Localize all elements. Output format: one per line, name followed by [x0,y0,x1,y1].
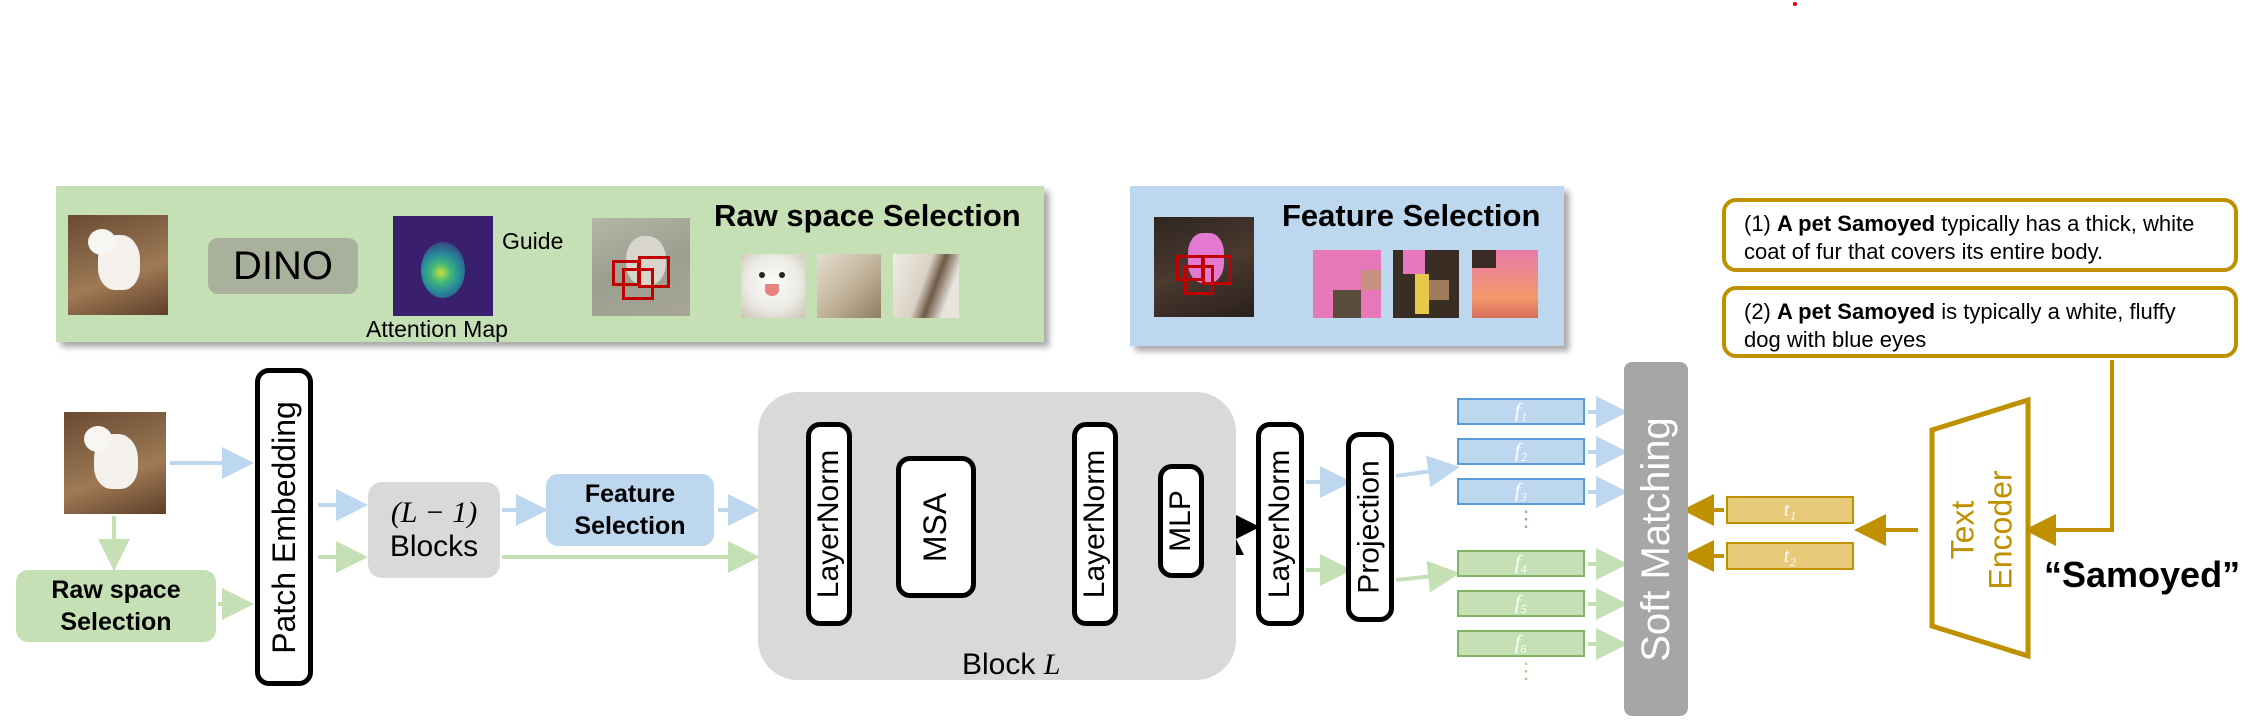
raw-space-selection-label: Raw space Selection [51,576,181,636]
projection-box: Projection [1346,432,1394,622]
blocks-word-label: Blocks [389,530,479,563]
caption2-rest: is typically a white, fluffy dog with bl… [1744,299,2176,352]
text-token-t2: t₂ [1726,542,1854,570]
mlp-label: MLP [1164,490,1197,552]
msa-label: MSA [917,492,954,562]
caption2-number: (2) [1744,299,1777,324]
layernorm-box-1: LayerNorm [806,422,852,626]
text-encoder-label: Text Encoder [1944,440,2020,620]
caption-box-1: (1) A pet Samoyed typically has a thick,… [1722,198,2238,272]
crop-2 [817,254,881,318]
caption1-bold: A pet Samoyed [1777,211,1936,236]
patch-embedding-label: Patch Embedding [265,400,302,654]
caption2-bold: A pet Samoyed [1777,299,1936,324]
crop-1 [741,254,805,318]
layernorm-label-1: LayerNorm [812,449,845,599]
block-variable: L [1043,648,1061,681]
arrow-captions-to-encoder [2024,360,2114,546]
feature-selection-box: Feature Selection [546,474,714,546]
feature-patch-1 [1313,250,1381,318]
blocks-math-label: (L − 1) [390,496,478,529]
red-dot [1793,2,1797,6]
dog-image [68,215,168,315]
input-dog-image [64,412,166,514]
feature-f4: f₄ [1457,550,1585,577]
text-token-t1: t₁ [1726,496,1854,524]
feature-map-image [1154,217,1254,317]
crop-3 [893,254,959,318]
caption1-number: (1) [1744,211,1777,236]
block-word: Block [962,648,1036,681]
projection-label: Projection [1353,460,1386,594]
patch-embedding-box: Patch Embedding [255,368,313,686]
text-encoder-line1: Text [1945,500,1981,560]
layernorm-box-2: LayerNorm [1072,422,1118,626]
dino-label: DINO [233,243,333,288]
caption1-rest: typically has a thick, white coat of fur… [1744,211,2195,264]
caption-box-2: (2) A pet Samoyed is typically a white, … [1722,286,2238,358]
guide-label: Guide [502,228,564,254]
feature-selection-label: Feature Selection [574,480,686,540]
feature-panel-title: Feature Selection [1282,198,1541,233]
block-l-caption: Block L [962,648,1060,682]
feature-f2: f₂ [1457,438,1585,465]
soft-matching-label: Soft Matching [1633,416,1678,662]
text-encoder-shape [1929,396,2031,660]
feature-dots-green: ⋮ [1515,658,1537,683]
l-minus-1-blocks-box: (L − 1) Blocks [368,482,500,578]
layernorm-box-final: LayerNorm [1256,422,1304,626]
feature-patch-2 [1393,250,1459,318]
text-encoder-line2: Encoder [1983,470,2019,590]
guided-crop-image [592,218,690,316]
feature-f6: f₆ [1457,630,1585,657]
attention-map-caption: Attention Map [366,316,508,342]
feature-dots-blue: ⋮ [1515,506,1537,531]
class-name-samoyed: “Samoyed” [2044,554,2241,595]
feature-f5: f₅ [1457,590,1585,617]
raw-panel-title: Raw space Selection [714,198,1021,233]
feature-f1: f₁ [1457,398,1585,425]
feature-patch-3 [1472,250,1538,318]
mlp-box: MLP [1158,464,1204,578]
msa-box: MSA [896,456,976,598]
raw-space-selection-box: Raw space Selection [16,570,216,642]
dino-box: DINO [208,238,358,294]
attention-map-image [393,216,493,316]
soft-matching-box: Soft Matching [1624,362,1688,716]
layernorm-label-final: LayerNorm [1263,449,1296,599]
feature-f3: f₃ [1457,478,1585,505]
layernorm-label-2: LayerNorm [1078,449,1111,599]
